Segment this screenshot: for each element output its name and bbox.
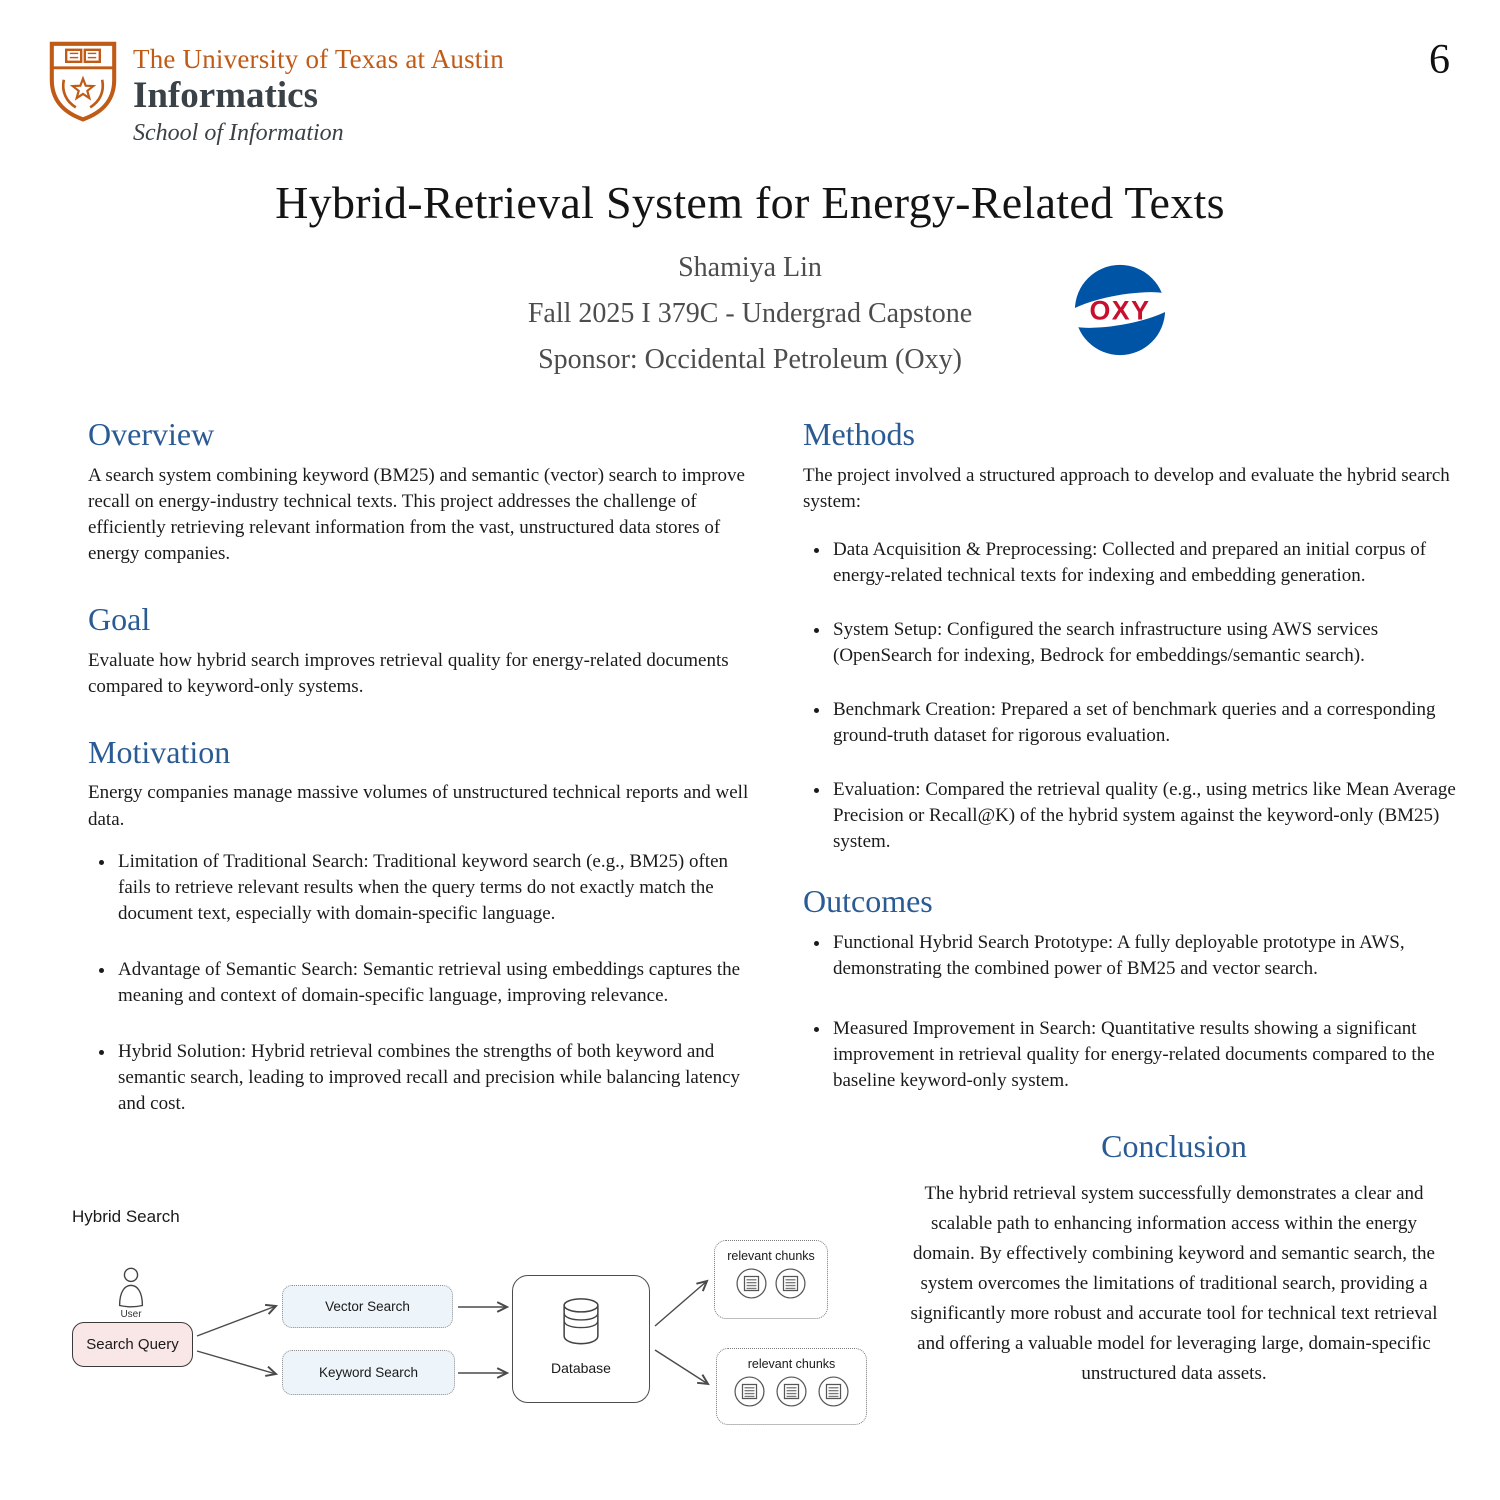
- methods-bullet: Data Acquisition & Preprocessing: Collec…: [831, 537, 1471, 589]
- methods-bullet: Benchmark Creation: Prepared a set of be…: [831, 697, 1471, 749]
- overview-heading: Overview: [88, 416, 215, 452]
- document-chunk-icon: [734, 1376, 765, 1407]
- sponsor-line: Sponsor: Occidental Petroleum (Oxy): [538, 344, 962, 375]
- motivation-bullet: Hybrid Solution: Hybrid retrieval combin…: [116, 1039, 762, 1117]
- motivation-bullet-list: Limitation of Traditional Search: Tradit…: [88, 849, 762, 1117]
- goal-body: Evaluate how hybrid search improves retr…: [88, 649, 729, 697]
- methods-bullet-list: Data Acquisition & Preprocessing: Collec…: [803, 537, 1471, 855]
- motivation-heading: Motivation: [88, 733, 231, 770]
- hybrid-search-diagram: Hybrid Search User Search Query Vector S…: [60, 1195, 960, 1455]
- relevant-chunks-bottom-node: relevant chunks: [716, 1348, 867, 1425]
- relevant-chunks-top-node: relevant chunks: [714, 1240, 828, 1319]
- author-name: Shamiya Lin: [678, 252, 822, 283]
- school-name: School of Information: [133, 119, 344, 146]
- diagram-title: Hybrid Search: [72, 1207, 180, 1226]
- overview-body: A search system combining keyword (BM25)…: [88, 464, 745, 564]
- conclusion-body: The hybrid retrieval system successfully…: [910, 1182, 1438, 1384]
- right-column: Methods The project involved a structure…: [803, 416, 1471, 1389]
- motivation-bullet: Limitation of Traditional Search: Tradit…: [116, 849, 762, 927]
- search-query-node: Search Query: [72, 1322, 193, 1367]
- conclusion-block: Conclusion The hybrid retrieval system s…: [900, 1128, 1448, 1389]
- user-icon: [118, 1267, 144, 1308]
- relevant-chunks-top-label: relevant chunks: [727, 1249, 815, 1263]
- database-cylinder-icon: [563, 1298, 599, 1345]
- keyword-search-label: Keyword Search: [318, 1365, 419, 1380]
- search-query-label: Search Query: [86, 1336, 179, 1353]
- methods-body: The project involved a structured approa…: [803, 464, 1450, 512]
- course-line: Fall 2025 I 379C - Undergrad Capstone: [527, 298, 973, 329]
- methods-bullet: System Setup: Configured the search infr…: [831, 617, 1471, 669]
- byline-block: Shamiya Lin Fall 2025 I 379C - Undergrad…: [0, 252, 1500, 390]
- outcomes-bullet: Functional Hybrid Search Prototype: A fu…: [831, 930, 1471, 982]
- document-chunk-icon: [776, 1376, 807, 1407]
- vector-search-label: Vector Search: [325, 1299, 410, 1314]
- keyword-search-node: Keyword Search: [282, 1350, 455, 1395]
- page-number: 6: [1429, 37, 1450, 83]
- database-node: Database: [512, 1275, 650, 1403]
- department-name: Informatics: [133, 75, 318, 116]
- user-label: User: [120, 1309, 142, 1320]
- conclusion-heading: Conclusion: [1101, 1127, 1247, 1164]
- motivation-body: Energy companies manage massive volumes …: [88, 782, 749, 830]
- left-column: Overview A search system combining keywo…: [88, 416, 762, 1147]
- database-label: Database: [551, 1360, 611, 1376]
- ut-shield-icon: [49, 41, 117, 122]
- outcomes-bullet: Measured Improvement in Search: Quantita…: [831, 1016, 1471, 1094]
- document-chunk-icon: [736, 1268, 767, 1299]
- oxy-logo-text: OXY: [1089, 296, 1150, 326]
- poster-title: Hybrid-Retrieval System for Energy-Relat…: [275, 177, 1225, 228]
- relevant-chunks-bottom-label: relevant chunks: [747, 1357, 836, 1371]
- oxy-logo-icon: OXY: [1072, 264, 1168, 356]
- university-name: The University of Texas at Austin: [133, 44, 504, 74]
- outcomes-heading: Outcomes: [803, 882, 933, 919]
- document-chunk-icon: [775, 1268, 806, 1299]
- university-brand-block: The University of Texas at Austin Inform…: [47, 38, 504, 147]
- goal-heading: Goal: [88, 600, 151, 637]
- methods-heading: Methods: [803, 416, 915, 452]
- document-chunk-icon: [818, 1376, 849, 1407]
- motivation-bullet: Advantage of Semantic Search: Semantic r…: [116, 957, 762, 1009]
- vector-search-node: Vector Search: [282, 1285, 453, 1328]
- outcomes-bullet-list: Functional Hybrid Search Prototype: A fu…: [803, 930, 1471, 1094]
- methods-bullet: Evaluation: Compared the retrieval quali…: [831, 777, 1471, 855]
- diagram-arrows: [196, 1279, 710, 1386]
